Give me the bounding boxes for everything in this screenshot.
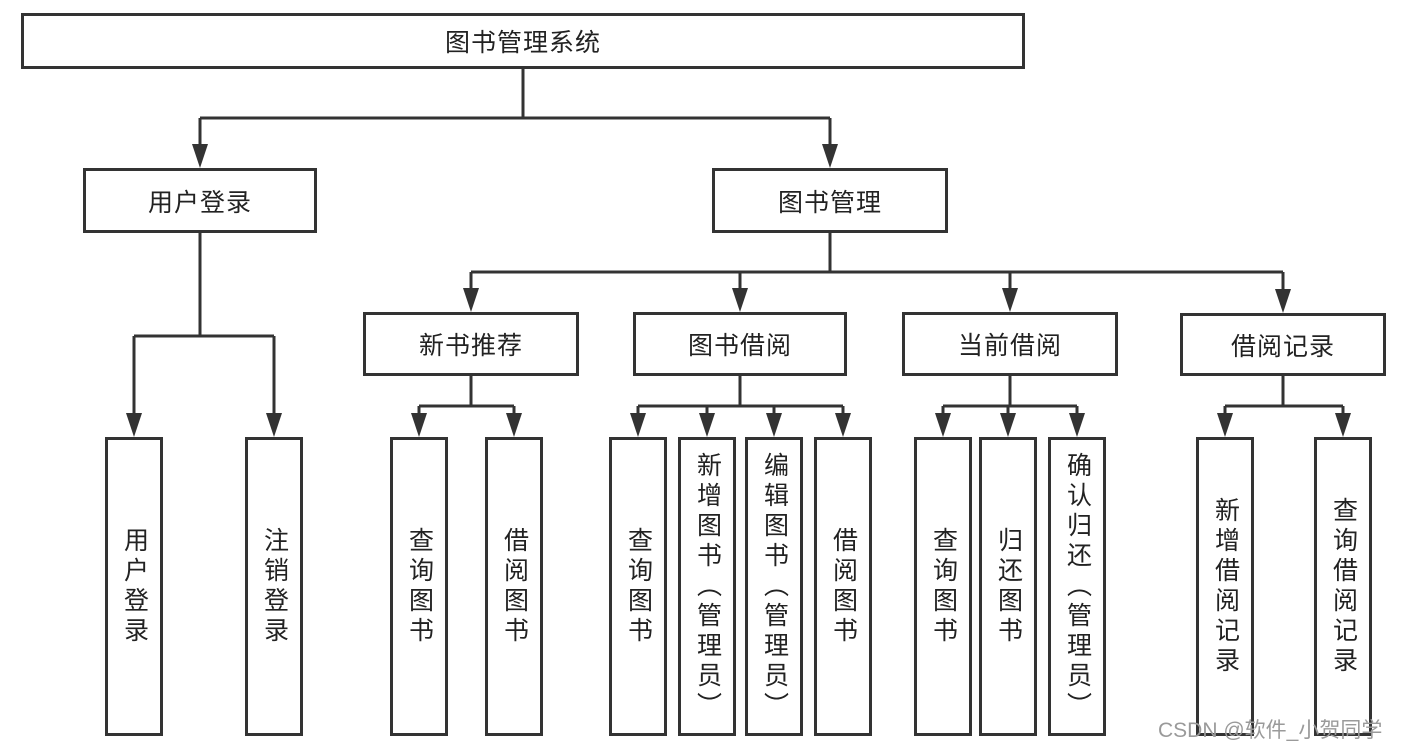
leaf-newrec-borrow-books: 借阅图书 <box>485 437 543 736</box>
leaf-records-add-borrow-record: 新增借阅记录 <box>1196 437 1254 736</box>
leaf-user-login: 用户登录 <box>105 437 163 736</box>
node-library-system: 图书管理系统 <box>21 13 1025 69</box>
node-borrowing-records: 借阅记录 <box>1180 313 1386 376</box>
arrow-down-icon <box>411 413 427 437</box>
csdn-watermark: CSDN @软件_小贺同学 <box>1158 719 1383 742</box>
connector-borrowing-to-leaves <box>636 376 845 415</box>
leaf-current-return-books: 归还图书 <box>979 437 1037 736</box>
arrow-down-icon <box>630 413 646 437</box>
arrow-down-icon <box>463 288 479 312</box>
arrow-down-icon <box>1217 413 1233 437</box>
leaf-current-confirm-return-admin: 确认归还（管理员） <box>1048 437 1106 736</box>
arrow-down-icon <box>1335 413 1351 437</box>
node-book-management: 图书管理 <box>712 168 948 233</box>
leaf-borrowing-borrow-books: 借阅图书 <box>814 437 872 736</box>
arrow-down-icon <box>126 413 142 437</box>
connector-mgmt-to-groups <box>469 233 1285 290</box>
arrowheads <box>126 144 1351 437</box>
connector-userlogin-to-leaves <box>132 233 276 415</box>
arrow-down-icon <box>1002 288 1018 312</box>
connector-records-to-leaves <box>1223 376 1345 415</box>
connector-newbook-to-leaves <box>417 376 516 415</box>
leaf-borrowing-add-books-admin: 新增图书（管理员） <box>678 437 736 736</box>
node-user-login: 用户登录 <box>83 168 317 233</box>
arrow-down-icon <box>506 413 522 437</box>
arrow-down-icon <box>935 413 951 437</box>
arrow-down-icon <box>1069 413 1085 437</box>
arrow-down-icon <box>766 413 782 437</box>
arrow-down-icon <box>1275 289 1291 313</box>
connector-current-to-leaves <box>941 376 1079 415</box>
arrow-down-icon <box>822 144 838 168</box>
connector-root-to-level2 <box>198 69 832 146</box>
arrow-down-icon <box>699 413 715 437</box>
arrow-down-icon <box>192 144 208 168</box>
leaf-logout: 注销登录 <box>245 437 303 736</box>
node-new-book-recommendation: 新书推荐 <box>363 312 579 376</box>
leaf-borrowing-query-books: 查询图书 <box>609 437 667 736</box>
arrow-down-icon <box>835 413 851 437</box>
node-book-borrowing: 图书借阅 <box>633 312 847 376</box>
leaf-current-query-books: 查询图书 <box>914 437 972 736</box>
arrow-down-icon <box>1000 413 1016 437</box>
arrow-down-icon <box>732 288 748 312</box>
leaf-newrec-query-books: 查询图书 <box>390 437 448 736</box>
arrow-down-icon <box>266 413 282 437</box>
leaf-borrowing-edit-books-admin: 编辑图书（管理员） <box>745 437 803 736</box>
leaf-records-query-borrow-record: 查询借阅记录 <box>1314 437 1372 736</box>
node-current-borrowing: 当前借阅 <box>902 312 1118 376</box>
